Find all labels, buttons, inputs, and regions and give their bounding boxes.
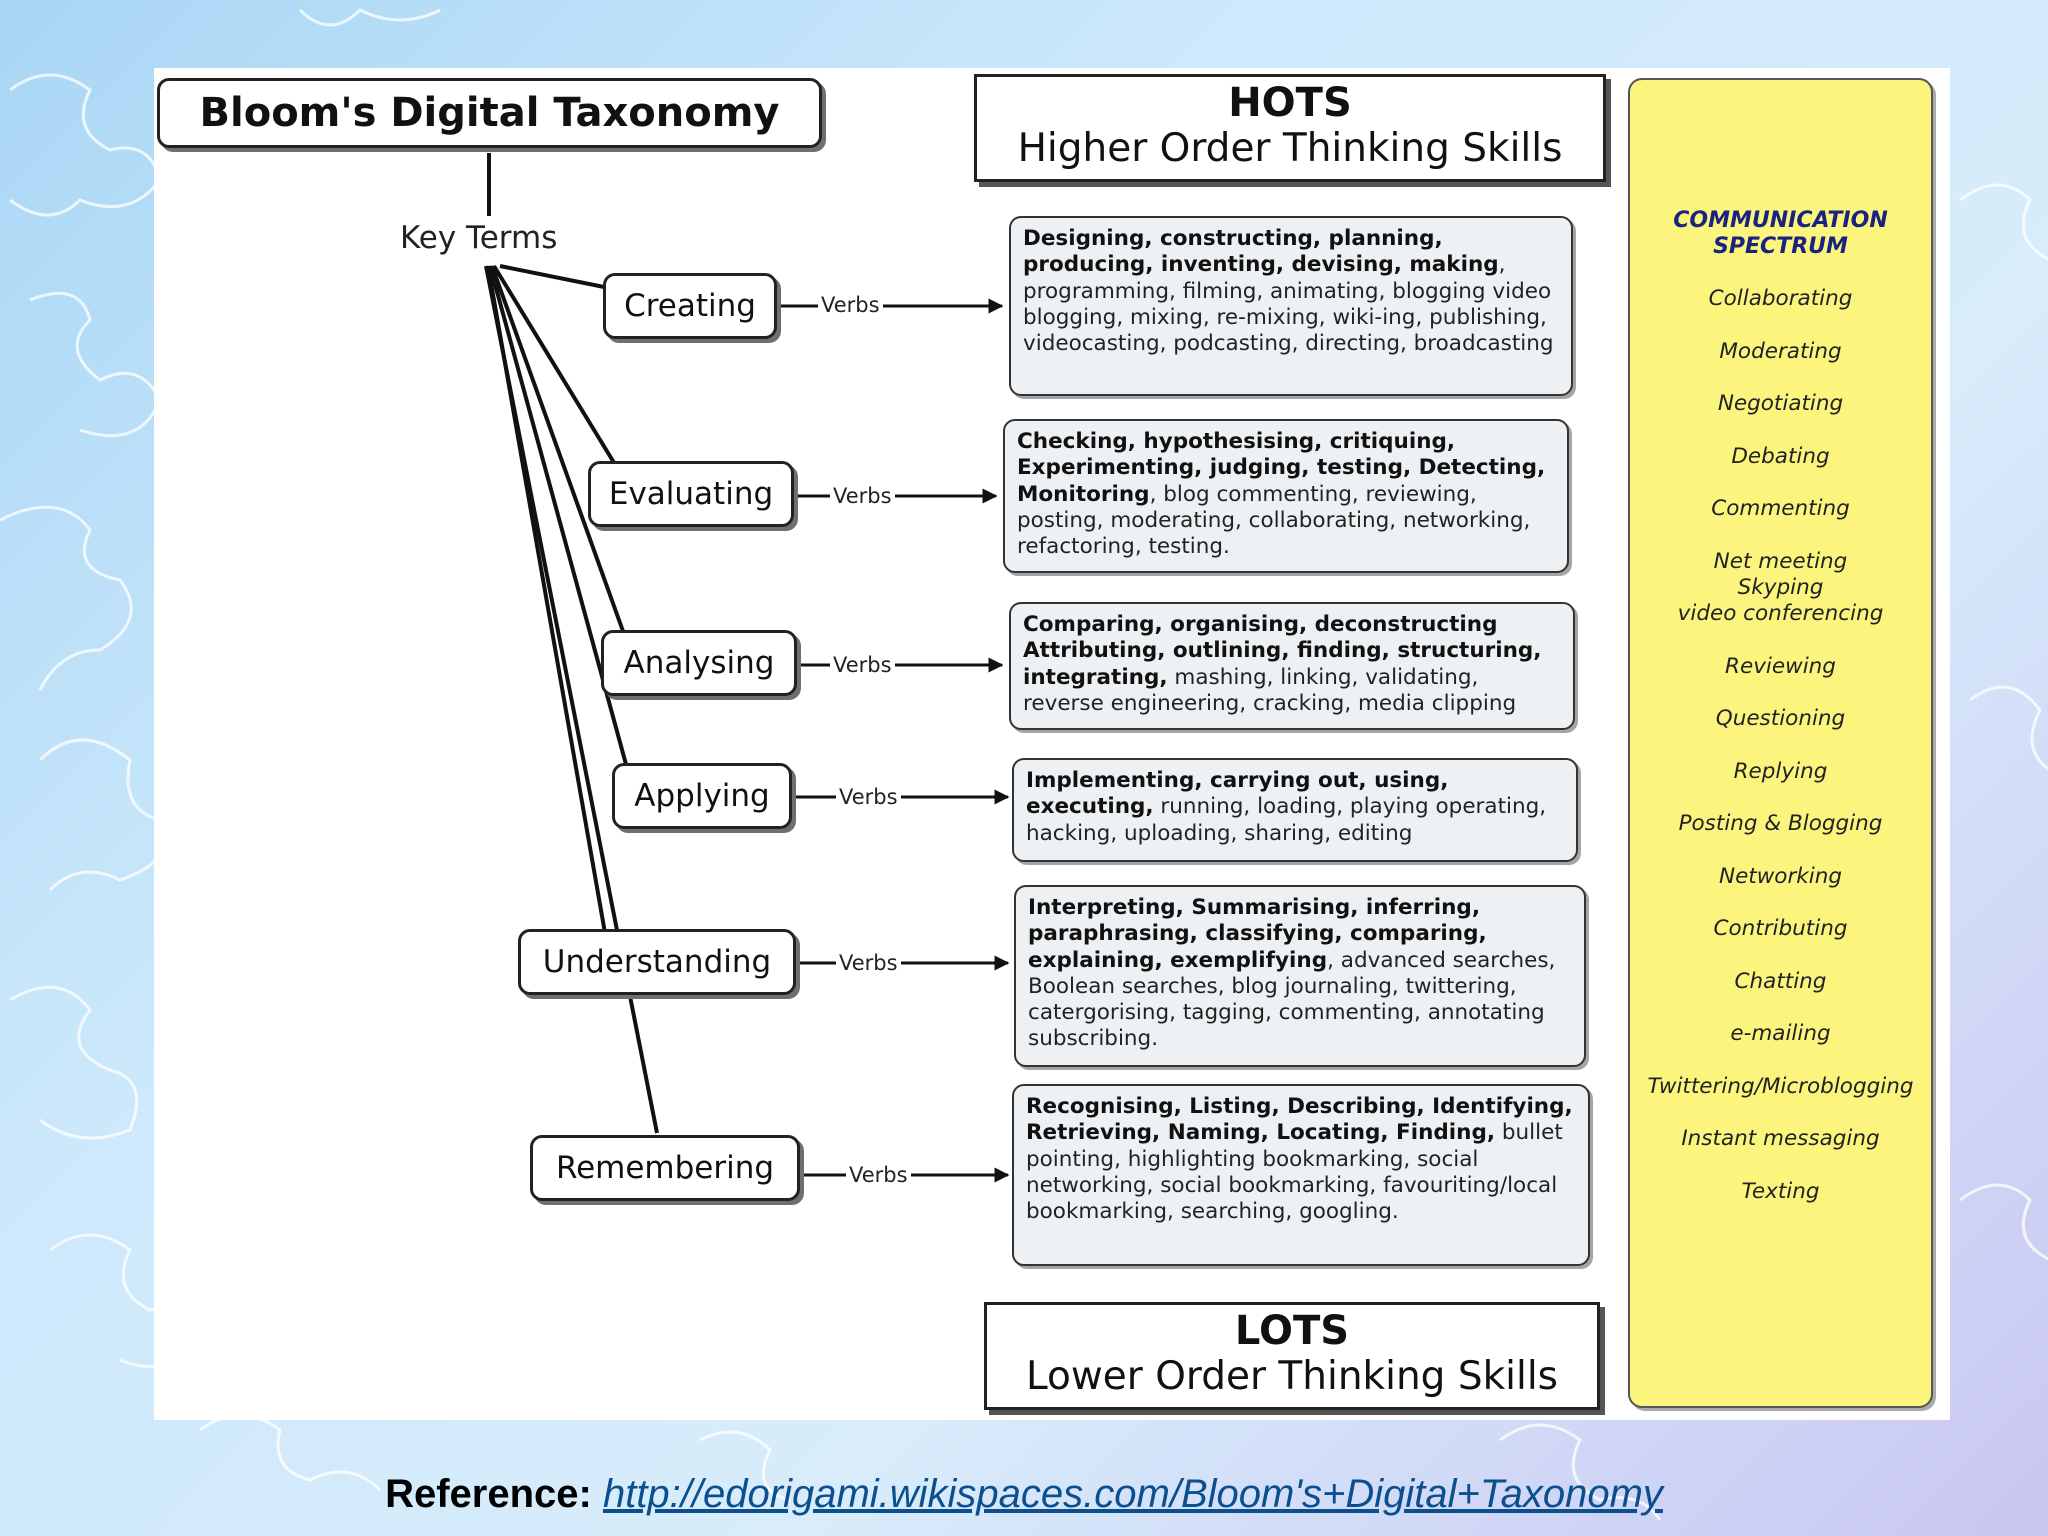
desc-creating-rest: , programming, filming, animating, blogg… xyxy=(1023,252,1554,357)
desc-applying-rest: running, loading, playing operating, hac… xyxy=(1026,794,1547,846)
comm-item: Reviewing xyxy=(1725,654,1836,679)
comm-item: Moderating xyxy=(1719,339,1842,364)
reference-line: Reference: http://edorigami.wikispaces.c… xyxy=(0,1472,2048,1517)
verbs-label-remembering: Verbs xyxy=(846,1163,911,1187)
desc-evaluating-bold: Checking, hypothesising, critiquing, Exp… xyxy=(1017,429,1546,507)
key-terms-label: Key Terms xyxy=(400,220,558,256)
comm-item: Negotiating xyxy=(1717,391,1844,416)
desc-applying: Implementing, carrying out, using, execu… xyxy=(1012,758,1578,862)
reference-link[interactable]: http://edorigami.wikispaces.com/Bloom's+… xyxy=(602,1472,1663,1516)
comm-item: Chatting xyxy=(1734,969,1827,994)
term-remembering: Remembering xyxy=(530,1135,800,1201)
desc-creating-bold: Designing, constructing, planning, produ… xyxy=(1023,226,1499,278)
edge-evaluating xyxy=(492,264,618,468)
term-applying: Applying xyxy=(612,763,792,829)
lots-title: LOTS xyxy=(1234,1308,1350,1354)
diagram-title: Bloom's Digital Taxonomy xyxy=(157,78,822,148)
desc-understanding-rest: , advanced searches, Boolean searches, b… xyxy=(1028,947,1556,1052)
comm-item: Replying xyxy=(1733,759,1828,784)
comm-item: Twittering/Microblogging xyxy=(1647,1074,1914,1099)
comm-item: Collaborating xyxy=(1708,286,1853,311)
connector-lines xyxy=(484,153,1010,1183)
verbs-label-understanding: Verbs xyxy=(836,951,901,975)
edge-analysing xyxy=(490,265,626,635)
hots-subtitle: Higher Order Thinking Skills xyxy=(1017,126,1563,171)
term-analysing: Analysing xyxy=(601,630,797,696)
desc-evaluating-rest: , blog commenting, reviewing, posting, m… xyxy=(1017,481,1531,560)
comm-item: Net meeting xyxy=(1713,549,1848,574)
term-creating: Creating xyxy=(603,273,777,339)
edge-creating xyxy=(499,264,610,290)
communication-title: COMMUNICATION SPECTRUM xyxy=(1673,208,1888,259)
term-understanding: Understanding xyxy=(518,929,796,995)
hots-title: HOTS xyxy=(1228,80,1352,126)
comm-item: e-mailing xyxy=(1730,1021,1831,1046)
comm-item: Skyping xyxy=(1737,575,1824,600)
communication-spectrum: COMMUNICATION SPECTRUM Collaborating Mod… xyxy=(1628,78,1933,1408)
diagram-panel: Bloom's Digital Taxonomy Key Terms HOTS … xyxy=(154,68,1950,1420)
desc-evaluating: Checking, hypothesising, critiquing, Exp… xyxy=(1003,419,1569,573)
comm-item: Contributing xyxy=(1713,916,1848,941)
desc-analysing-bold: Comparing, organising, deconstructing At… xyxy=(1023,612,1542,690)
comm-item: Instant messaging xyxy=(1681,1126,1880,1151)
comm-item: Commenting xyxy=(1711,496,1850,521)
desc-applying-bold: Implementing, carrying out, using, execu… xyxy=(1026,768,1449,820)
desc-remembering-bold: Recognising, Listing, Describing, Identi… xyxy=(1026,1094,1573,1146)
comm-item: Posting & Blogging xyxy=(1678,811,1883,836)
verbs-label-analysing: Verbs xyxy=(830,653,895,677)
desc-remembering-rest: bullet pointing, highlighting bookmarkin… xyxy=(1026,1120,1563,1225)
verbs-label-applying: Verbs xyxy=(836,785,901,809)
comm-item: Debating xyxy=(1731,444,1830,469)
hots-box: HOTS Higher Order Thinking Skills xyxy=(974,74,1606,182)
verbs-label-creating: Verbs xyxy=(818,293,883,317)
lots-box: LOTS Lower Order Thinking Skills xyxy=(984,1302,1600,1410)
desc-creating: Designing, constructing, planning, produ… xyxy=(1009,216,1573,396)
term-evaluating: Evaluating xyxy=(588,461,794,527)
desc-understanding: Interpreting, Summarising, inferring, pa… xyxy=(1014,885,1586,1067)
comm-item: video conferencing xyxy=(1677,601,1884,626)
desc-remembering: Recognising, Listing, Describing, Identi… xyxy=(1012,1084,1590,1266)
desc-understanding-bold: Interpreting, Summarising, inferring, pa… xyxy=(1028,895,1487,973)
desc-analysing: Comparing, organising, deconstructing At… xyxy=(1009,602,1575,730)
lots-subtitle: Lower Order Thinking Skills xyxy=(1025,1354,1558,1399)
desc-analysing-rest: mashing, linking, validating, reverse en… xyxy=(1023,664,1517,716)
comm-item: Networking xyxy=(1718,864,1843,889)
verbs-label-evaluating: Verbs xyxy=(830,484,895,508)
reference-label: Reference: xyxy=(385,1472,592,1516)
comm-item: Questioning xyxy=(1715,706,1846,731)
comm-item: Texting xyxy=(1741,1179,1820,1204)
